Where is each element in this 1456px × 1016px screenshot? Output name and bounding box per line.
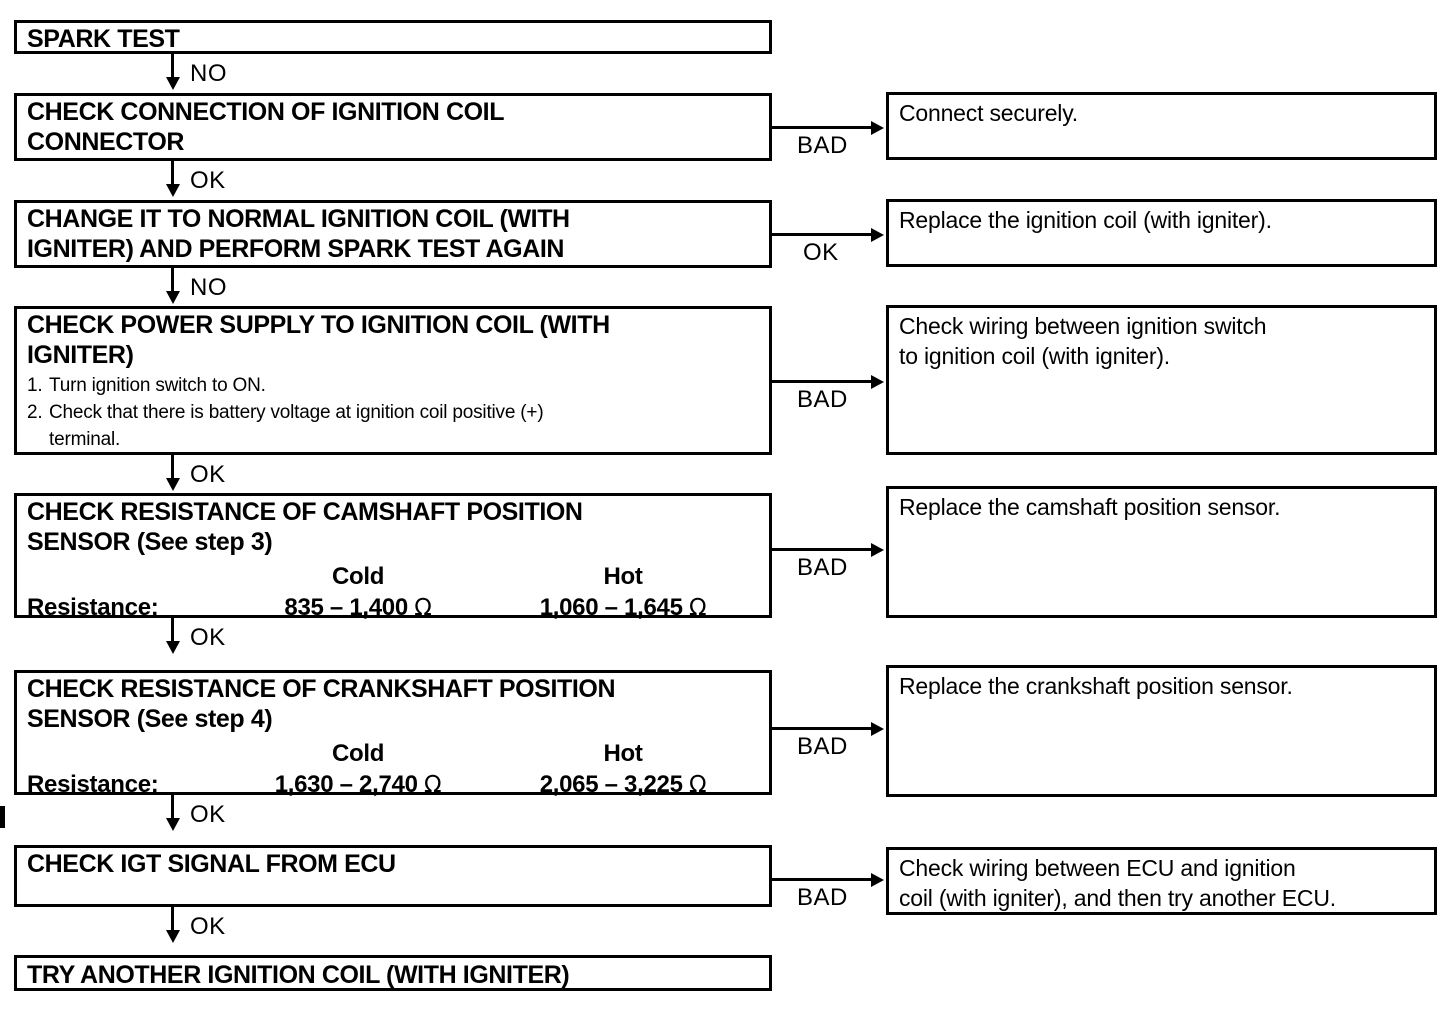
- ohm-symbol: Ω: [424, 772, 442, 798]
- step-heading: CHANGE IT TO NORMAL IGNITION COIL (WITH …: [27, 205, 570, 263]
- connector-label-1: NO: [190, 60, 227, 87]
- step-heading: CHECK RESISTANCE OF CAMSHAFT POSITION SE…: [27, 498, 583, 556]
- result-text: Connect securely.: [899, 100, 1078, 126]
- substep-item: 1. Turn ignition switch to ON.: [27, 372, 761, 399]
- connector-arrowhead-4: [166, 478, 180, 491]
- resistance-value-cold: 1,630 – 2,740 Ω: [274, 771, 442, 798]
- column-header-hot: Hot: [603, 740, 643, 767]
- substep-list: 1. Turn ignition switch to ON. 2. Check …: [27, 372, 761, 453]
- resistance-value-hot: 1,060 – 1,645 Ω: [539, 594, 707, 621]
- substep-number: 2.: [27, 402, 43, 423]
- connector-line-6: [171, 795, 174, 823]
- step-heading: TRY ANOTHER IGNITION COIL (WITH IGNITER): [27, 961, 570, 989]
- result-text: Check wiring between ECU and ignition co…: [899, 855, 1336, 911]
- column-header-hot: Hot: [603, 563, 643, 590]
- spacer-cell: [27, 561, 223, 592]
- ohm-symbol: Ω: [689, 772, 707, 798]
- ohm-symbol: Ω: [414, 595, 432, 621]
- scan-artifact: [0, 806, 5, 828]
- row-label-resistance: Resistance:: [27, 594, 159, 621]
- resistance-table: Cold Hot Resistance: 1,630 – 2,740 Ω 2,0…: [27, 738, 761, 801]
- step-heading: CHECK CONNECTION OF IGNITION COIL CONNEC…: [27, 98, 505, 156]
- result-text: Replace the camshaft position sensor.: [899, 494, 1281, 520]
- resistance-table-header-row: Cold Hot: [27, 561, 761, 592]
- substep-number: 1.: [27, 375, 43, 396]
- branch-line-6: [772, 727, 872, 730]
- connector-label-3: NO: [190, 274, 227, 301]
- step-box-check-igt-signal: CHECK IGT SIGNAL FROM ECU: [14, 845, 772, 907]
- connector-line-1: [171, 54, 174, 82]
- branch-line-7: [772, 878, 872, 881]
- column-header-cold: Cold: [331, 740, 385, 767]
- resistance-table-value-row: Resistance: 835 – 1,400 Ω 1,060 – 1,645 …: [27, 592, 761, 624]
- connector-line-5: [171, 618, 174, 646]
- branch-line-4: [772, 380, 872, 383]
- connector-label-4: OK: [190, 461, 226, 488]
- step-heading: CHECK POWER SUPPLY TO IGNITION COIL (WIT…: [27, 311, 610, 369]
- result-box-check-camshaft-sensor: Replace the camshaft position sensor.: [886, 486, 1437, 618]
- connector-line-2: [171, 161, 174, 189]
- connector-line-3: [171, 268, 174, 296]
- column-header-cold: Cold: [331, 563, 385, 590]
- step-heading: CHECK IGT SIGNAL FROM ECU: [27, 850, 396, 878]
- resistance-value-cold: 835 – 1,400 Ω: [284, 594, 432, 621]
- branch-arrowhead-2: [871, 121, 884, 135]
- resistance-value-hot: 2,065 – 3,225 Ω: [539, 771, 707, 798]
- connector-arrowhead-1: [166, 77, 180, 90]
- step-heading: SPARK TEST: [27, 25, 180, 53]
- result-box-check-crankshaft-sensor: Replace the crankshaft position sensor.: [886, 665, 1437, 797]
- connector-arrowhead-2: [166, 184, 180, 197]
- branch-label-2: BAD: [797, 132, 848, 159]
- step-box-check-power-supply: CHECK POWER SUPPLY TO IGNITION COIL (WIT…: [14, 306, 772, 455]
- result-box-change-coil: Replace the ignition coil (with igniter)…: [886, 199, 1437, 267]
- branch-line-2: [772, 126, 872, 129]
- branch-label-6: BAD: [797, 733, 848, 760]
- branch-arrowhead-7: [871, 873, 884, 887]
- branch-arrowhead-5: [871, 543, 884, 557]
- branch-arrowhead-4: [871, 375, 884, 389]
- connector-label-5: OK: [190, 624, 226, 651]
- result-box-check-connection: Connect securely.: [886, 92, 1437, 160]
- ohm-symbol: Ω: [689, 595, 707, 621]
- connector-line-4: [171, 455, 174, 483]
- result-box-check-power-supply: Check wiring between ignition switch to …: [886, 305, 1437, 455]
- connector-arrowhead-5: [166, 641, 180, 654]
- result-text: Replace the crankshaft position sensor.: [899, 673, 1293, 699]
- result-box-check-igt-signal: Check wiring between ECU and ignition co…: [886, 847, 1437, 915]
- spacer-cell: [27, 738, 223, 769]
- resistance-table-header-row: Cold Hot: [27, 738, 761, 769]
- step-box-check-connection: CHECK CONNECTION OF IGNITION COIL CONNEC…: [14, 93, 772, 161]
- result-text: Check wiring between ignition switch to …: [899, 313, 1267, 369]
- connector-label-2: OK: [190, 167, 226, 194]
- branch-label-3: OK: [803, 239, 839, 266]
- connector-label-6: OK: [190, 801, 226, 828]
- resistance-table-value-row: Resistance: 1,630 – 2,740 Ω 2,065 – 3,22…: [27, 769, 761, 801]
- branch-arrowhead-6: [871, 722, 884, 736]
- connector-arrowhead-7: [166, 930, 180, 943]
- branch-label-7: BAD: [797, 884, 848, 911]
- branch-line-5: [772, 548, 872, 551]
- step-box-try-another-coil: TRY ANOTHER IGNITION COIL (WITH IGNITER): [14, 955, 772, 991]
- branch-label-5: BAD: [797, 554, 848, 581]
- result-text: Replace the ignition coil (with igniter)…: [899, 207, 1272, 233]
- step-heading: CHECK RESISTANCE OF CRANKSHAFT POSITION …: [27, 675, 616, 733]
- branch-arrowhead-3: [871, 228, 884, 242]
- substep-item: 2. Check that there is battery voltage a…: [27, 399, 761, 453]
- connector-arrowhead-6: [166, 818, 180, 831]
- connector-line-7: [171, 907, 174, 935]
- resistance-table: Cold Hot Resistance: 835 – 1,400 Ω 1,060…: [27, 561, 761, 624]
- branch-label-4: BAD: [797, 386, 848, 413]
- step-box-check-camshaft-sensor: CHECK RESISTANCE OF CAMSHAFT POSITION SE…: [14, 493, 772, 621]
- row-label-resistance: Resistance:: [27, 771, 159, 798]
- substep-text: Check that there is battery voltage at i…: [49, 402, 544, 450]
- substep-text: Turn ignition switch to ON.: [49, 375, 266, 396]
- branch-line-3: [772, 233, 872, 236]
- step-box-change-coil: CHANGE IT TO NORMAL IGNITION COIL (WITH …: [14, 200, 772, 268]
- step-box-check-crankshaft-sensor: CHECK RESISTANCE OF CRANKSHAFT POSITION …: [14, 670, 772, 798]
- connector-label-7: OK: [190, 913, 226, 940]
- connector-arrowhead-3: [166, 291, 180, 304]
- step-box-spark-test: SPARK TEST: [14, 20, 772, 54]
